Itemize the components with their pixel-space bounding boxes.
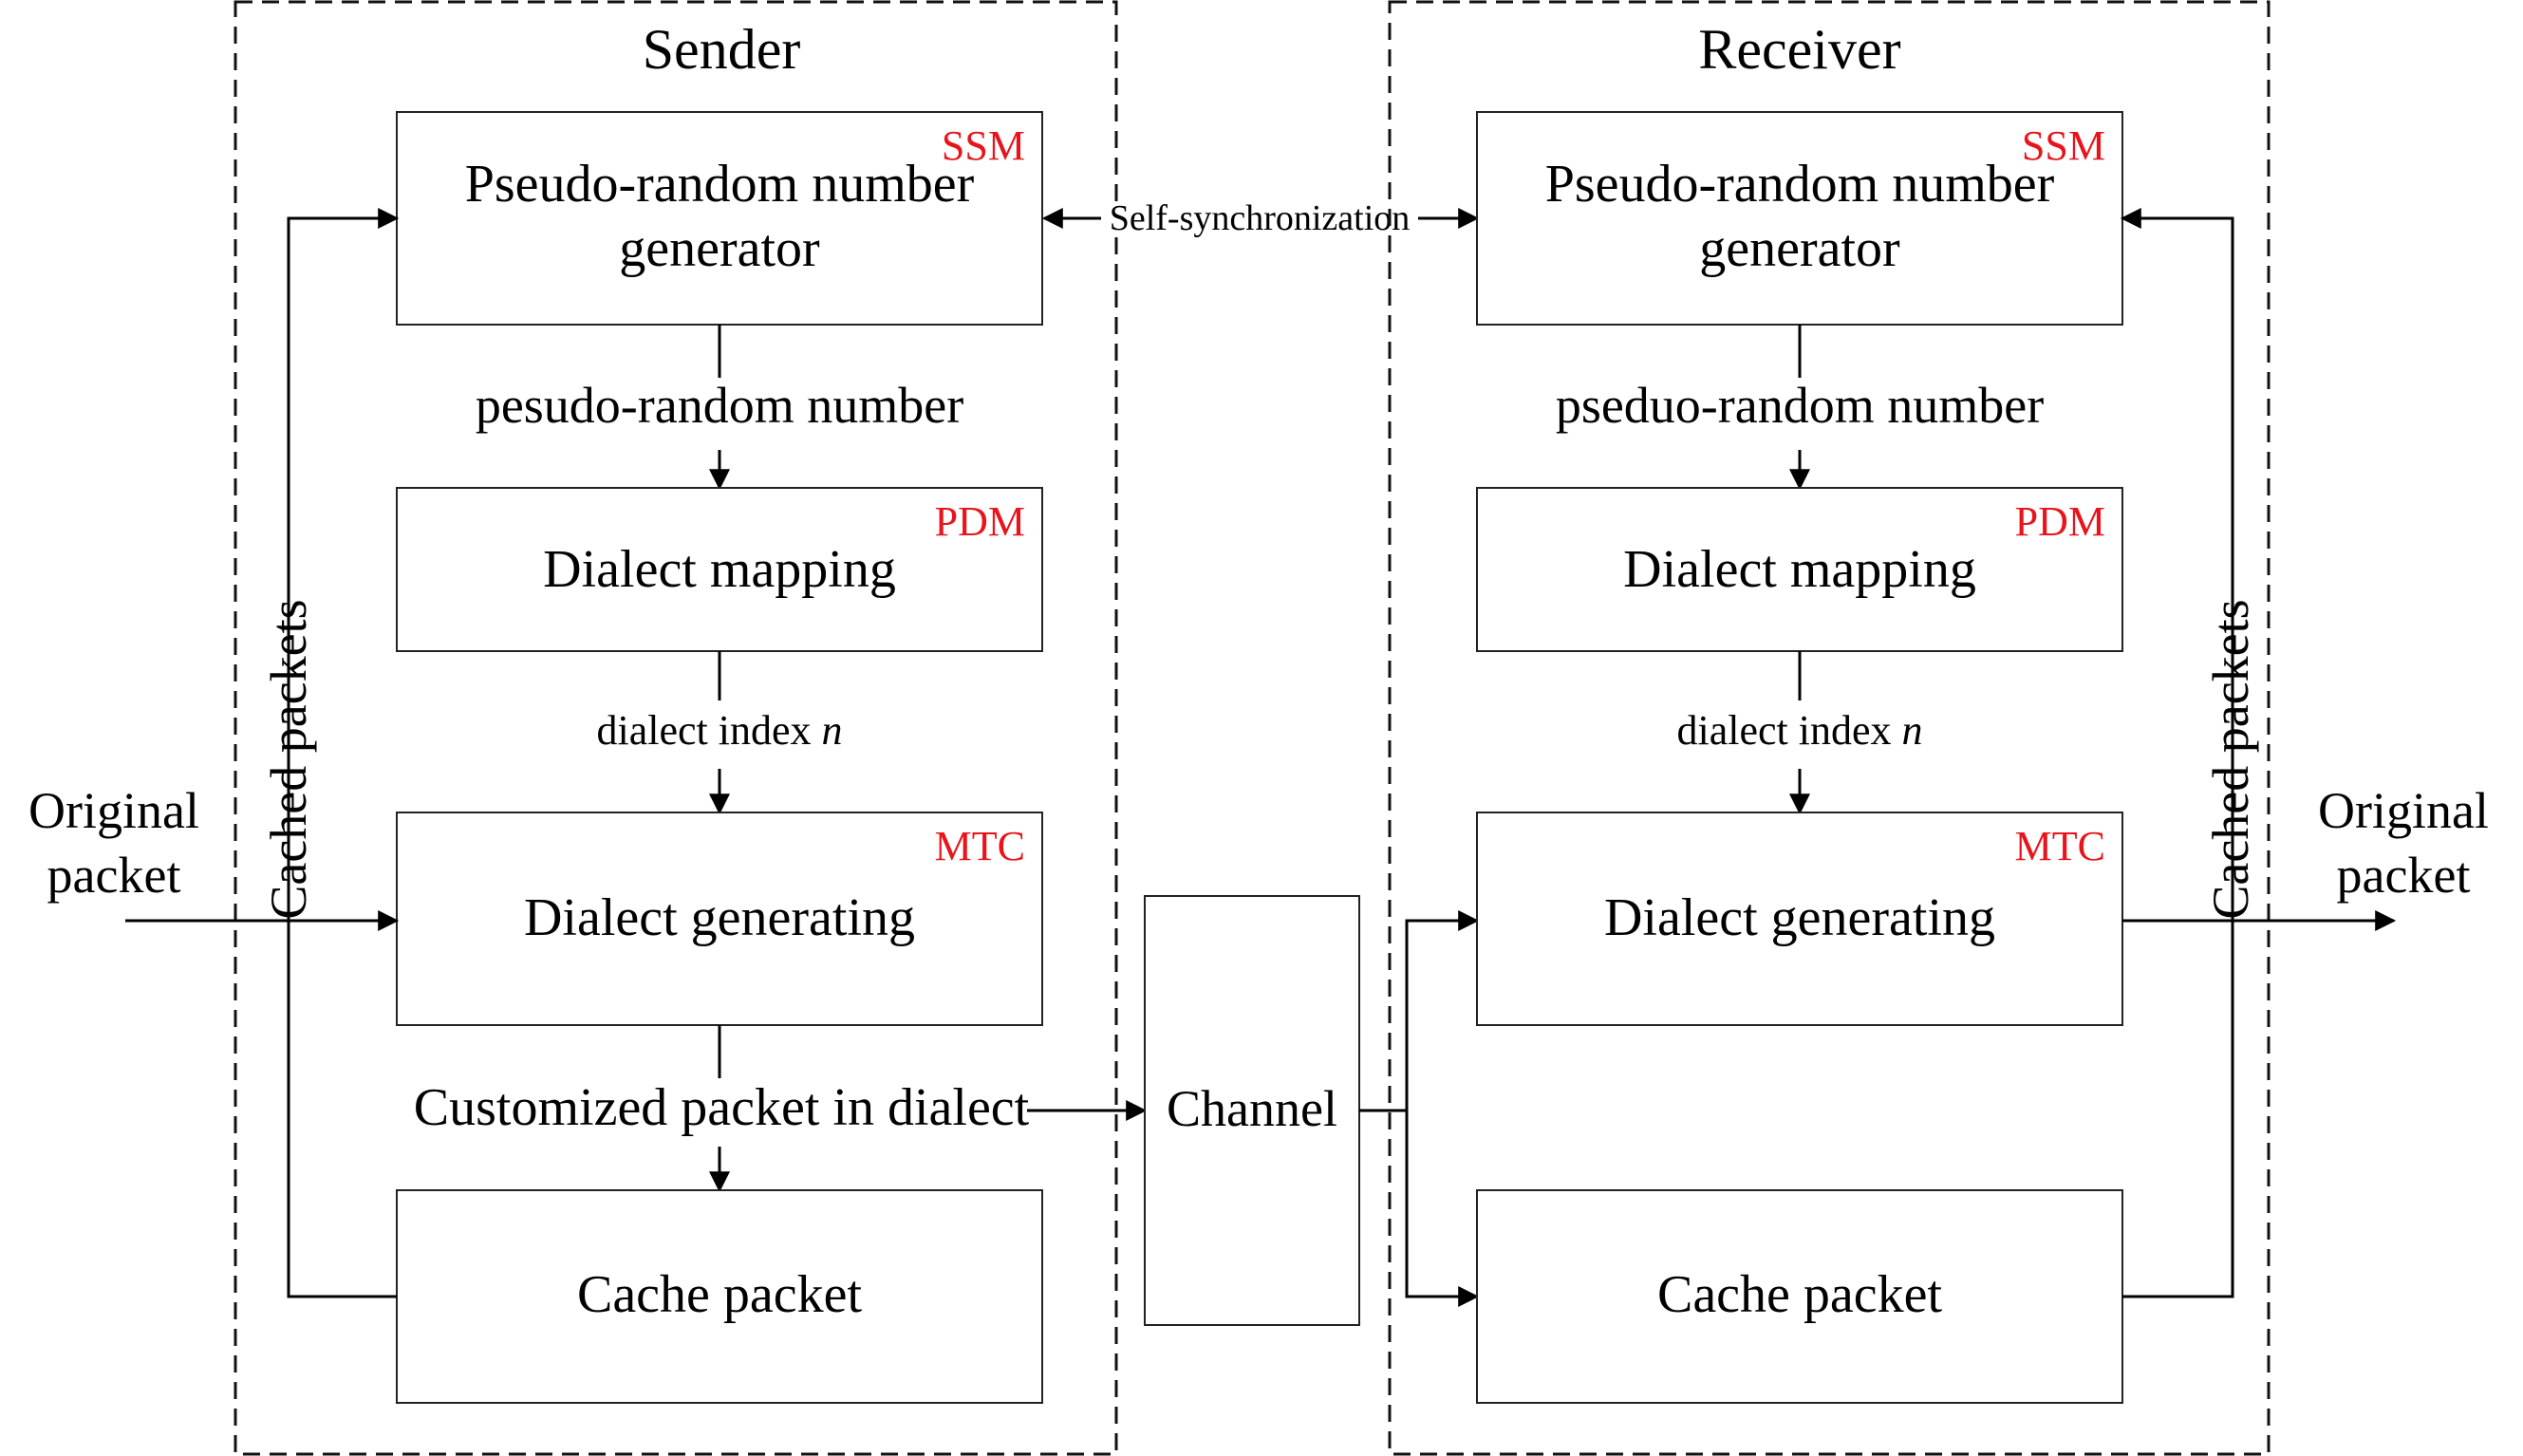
- receiver-generating-box: MTC Dialect generating: [1476, 812, 2123, 1026]
- receiver-index-label: dialect index n: [1676, 707, 1922, 754]
- self-sync-label-bg: [1101, 201, 1418, 237]
- sender-cache-label: Cache packet: [577, 1265, 862, 1324]
- receiver-cache-label: Cache packet: [1657, 1265, 1942, 1324]
- receiver-pdm-tag: PDM: [2015, 498, 2105, 545]
- sender-customized-label: Customized packet in dialect: [414, 1078, 1030, 1137]
- receiver-title: Receiver: [1698, 18, 1900, 81]
- sender-cached-feedback: [287, 208, 400, 1298]
- channel-to-generating-arrow: [1359, 910, 1480, 1112]
- receiver-boundary: [1388, 0, 2271, 1456]
- receiver-original-label-2: packet: [2337, 847, 2471, 904]
- sender-cache-box: Cache packet: [396, 1189, 1043, 1404]
- receiver-prng-label-2: generator: [1699, 219, 1900, 278]
- receiver-mtc-tag: MTC: [2015, 823, 2105, 869]
- channel-to-cache-arrow: [1405, 1111, 1480, 1307]
- channel-box: Channel: [1144, 895, 1360, 1326]
- receiver-generating-label: Dialect generating: [1604, 888, 1995, 947]
- sender-generating-label: Dialect generating: [524, 888, 915, 947]
- self-sync-label: Self-synchronization: [1110, 198, 1411, 238]
- receiver-prn-label: pseduo-random number: [1556, 377, 2044, 434]
- sender-ssm-tag: SSM: [942, 122, 1025, 169]
- receiver-cached-feedback: [2120, 208, 2234, 1298]
- sender-mtc-tag: MTC: [935, 823, 1025, 869]
- sender-prng-label-1: Pseudo-random number: [465, 155, 975, 214]
- receiver-prng-box: SSM Pseudo-random number generator: [1476, 111, 2123, 326]
- sender-generating-box: MTC Dialect generating: [396, 812, 1043, 1026]
- sender-prng-label-2: generator: [619, 219, 820, 278]
- sender-prn-label: pesudo-random number: [476, 377, 963, 434]
- receiver-cache-box: Cache packet: [1476, 1189, 2123, 1404]
- sender-prng-box: SSM Pseudo-random number generator: [396, 111, 1043, 326]
- sender-pdm-tag: PDM: [935, 498, 1025, 545]
- channel-label: Channel: [1167, 1080, 1337, 1137]
- sender-mapping-box: PDM Dialect mapping: [396, 487, 1043, 652]
- sender-boundary: [234, 0, 1118, 1456]
- receiver-prng-label-1: Pseudo-random number: [1545, 155, 2055, 214]
- sender-original-label-2: packet: [47, 847, 181, 904]
- sender-index-label: dialect index n: [596, 707, 842, 754]
- sender-title: Sender: [643, 18, 801, 81]
- sender-cached-label: Cached packets: [260, 599, 317, 919]
- receiver-mapping-label: Dialect mapping: [1623, 540, 1976, 599]
- sender-mapping-label: Dialect mapping: [543, 540, 896, 599]
- receiver-ssm-tag: SSM: [2022, 122, 2105, 169]
- receiver-cached-label: Cached packets: [2202, 599, 2259, 919]
- receiver-original-label-1: Original: [2318, 782, 2489, 839]
- sender-original-label-1: Original: [28, 782, 199, 839]
- receiver-mapping-box: PDM Dialect mapping: [1476, 487, 2123, 652]
